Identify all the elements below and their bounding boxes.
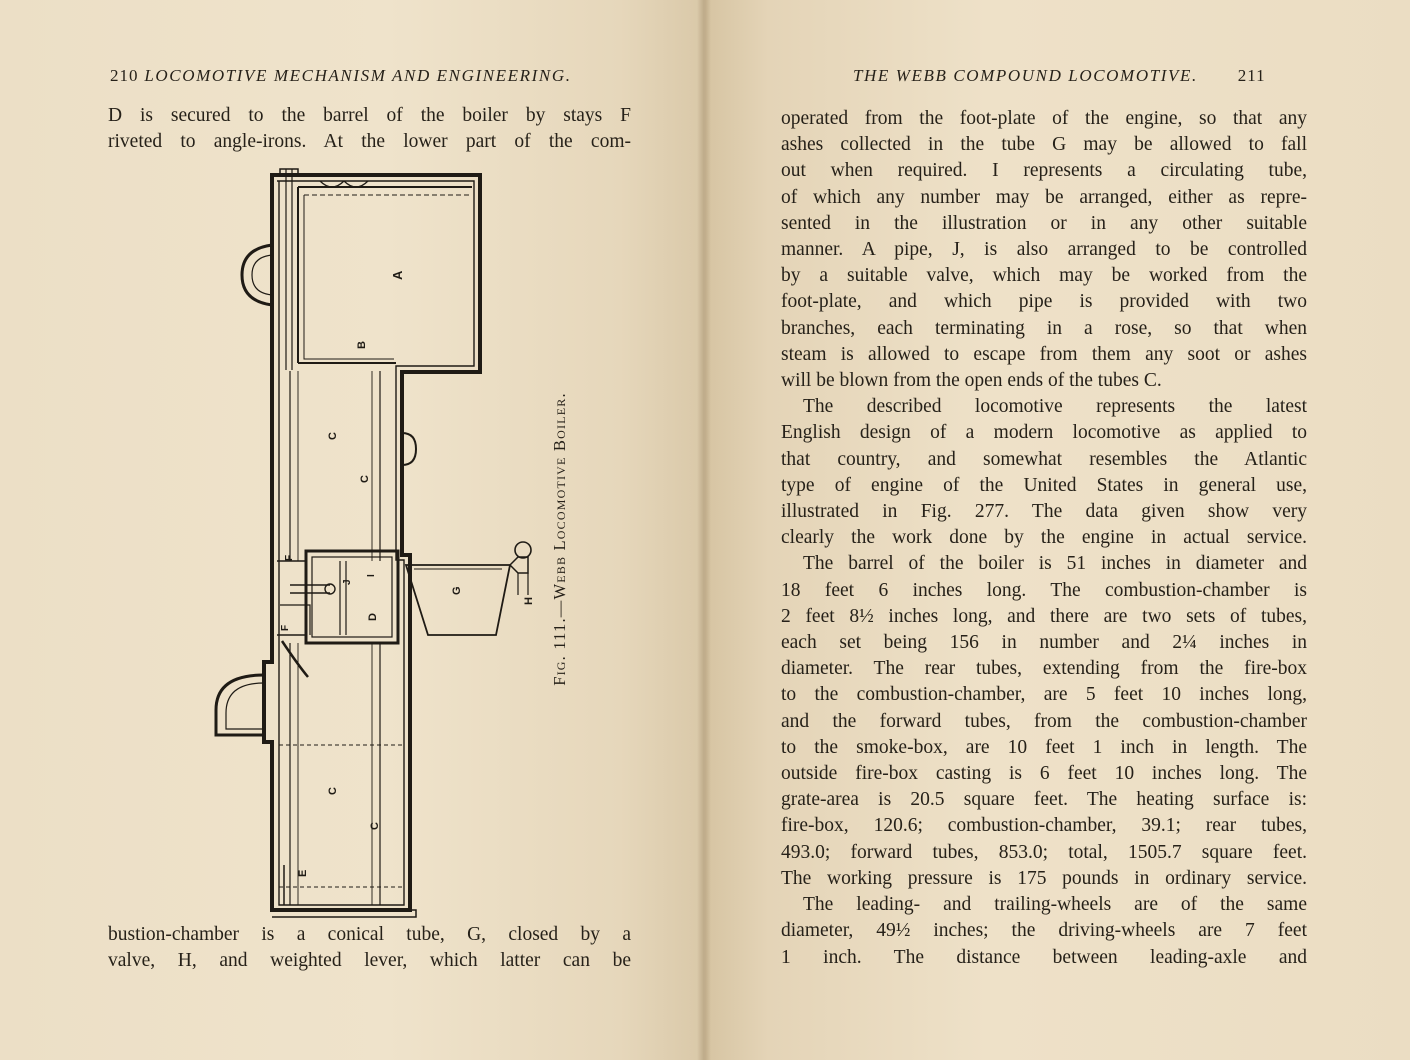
text-line: of which any number may be arranged, eit… <box>781 186 1307 208</box>
text-line: each set being 156 in number and 2¼ inch… <box>781 632 1307 654</box>
left-top-paragraph: D is secured to the barrel of the boiler… <box>108 103 631 155</box>
left-page-number: 210 <box>110 66 139 85</box>
left-bottom-paragraph: bustion-chamber is a conical tube, G, cl… <box>108 922 631 974</box>
figure-caption: Fig. 111.—Webb Locomotive Boiler. <box>548 384 572 694</box>
book-gutter <box>697 0 711 1060</box>
figure-caption-text: Fig. 111.—Webb Locomotive Boiler. <box>550 392 569 686</box>
right-running-title: THE WEBB COMPOUND LOCOMOTIVE. <box>853 66 1198 85</box>
text-line: 2 feet 8½ inches long, and there are two… <box>781 605 1307 627</box>
label-c: C <box>359 475 371 483</box>
text-line: to the combustion-chamber, are 5 feet 10… <box>781 684 1307 706</box>
label-b: B <box>356 341 368 349</box>
left-running-title: LOCOMOTIVE MECHANISM AND ENGINEERING. <box>144 66 572 85</box>
text-line: to the smoke-box, are 10 feet 1 inch in … <box>781 736 1307 758</box>
text-line: by a suitable valve, which may be worked… <box>781 265 1307 287</box>
label-c: C <box>327 432 339 440</box>
right-body-text: operated from the foot-plate of the engi… <box>781 106 1307 971</box>
text-line: that country, and somewhat resembles the… <box>781 448 1307 470</box>
text-line: English design of a modern locomotive as… <box>781 422 1307 444</box>
text-line: valve, H, and weighted lever, which latt… <box>108 950 631 972</box>
label-j: J <box>342 579 353 585</box>
text-line: diameter, 49½ inches; the driving-wheels… <box>781 920 1307 942</box>
text-line: illustrated in Fig. 277. The data given … <box>781 501 1307 523</box>
boiler-drawing: A B C C C C D E F F G H I J <box>214 168 535 918</box>
text-line: ashes collected in the tube G may be all… <box>781 134 1307 156</box>
right-page-number: 211 <box>1237 66 1266 85</box>
right-running-head: THE WEBB COMPOUND LOCOMOTIVE. 211 <box>853 66 1266 86</box>
text-line: foot-plate, and which pipe is provided w… <box>781 291 1307 313</box>
left-running-head: 210 LOCOMOTIVE MECHANISM AND ENGINEERING… <box>110 66 572 86</box>
text-line: operated from the foot-plate of the engi… <box>781 108 1307 129</box>
text-line: will be blown from the open ends of the … <box>781 370 1162 392</box>
text-line: out when required. I represents a circul… <box>781 160 1307 182</box>
boiler-figure: A B C C C C D E F F G H I J <box>180 165 580 920</box>
text-line: sented in the illustration or in any oth… <box>781 212 1307 234</box>
right-page: THE WEBB COMPOUND LOCOMOTIVE. 211 operat… <box>705 0 1410 1060</box>
label-c: C <box>327 787 339 795</box>
left-page: 210 LOCOMOTIVE MECHANISM AND ENGINEERING… <box>0 0 705 1060</box>
text-line: clearly the work done by the engine in a… <box>781 527 1307 549</box>
label-h: H <box>523 597 535 605</box>
text-line: manner. A pipe, J, is also arranged to b… <box>781 239 1307 261</box>
text-line: fire-box, 120.6; combustion-chamber, 39.… <box>781 815 1307 837</box>
text-line: D is secured to the barrel of the boiler… <box>108 105 631 126</box>
text-line: The described locomotive represents the … <box>803 396 1307 418</box>
text-line: branches, each terminating in a rose, so… <box>781 317 1307 339</box>
label-i: I <box>366 574 377 577</box>
label-f: F <box>284 555 295 561</box>
text-line: 18 feet 6 inches long. The combustion-ch… <box>781 579 1307 601</box>
text-line: The barrel of the boiler is 51 inches in… <box>803 553 1307 575</box>
label-f: F <box>280 625 291 631</box>
text-line: 1 inch. The distance between leading-axl… <box>781 946 1307 968</box>
text-line: diameter. The rear tubes, extending from… <box>781 658 1307 680</box>
text-line: and the forward tubes, from the combusti… <box>781 710 1307 732</box>
text-line: The leading- and trailing-wheels are of … <box>803 894 1307 916</box>
text-line: bustion-chamber is a conical tube, G, cl… <box>108 924 631 945</box>
text-line: 493.0; forward tubes, 853.0; total, 1505… <box>781 841 1307 863</box>
text-line: riveted to angle-irons. At the lower par… <box>108 131 631 153</box>
text-line: outside fire-box casting is 6 feet 10 in… <box>781 763 1307 785</box>
text-line: The working pressure is 175 pounds in or… <box>781 867 1307 889</box>
label-a: A <box>390 270 405 280</box>
text-line: type of engine of the United States in g… <box>781 474 1307 496</box>
label-e: E <box>297 870 309 877</box>
label-d: D <box>367 613 379 621</box>
text-line: steam is allowed to escape from them any… <box>781 343 1307 365</box>
label-g: G <box>451 586 463 595</box>
text-line: grate-area is 20.5 square feet. The heat… <box>781 789 1307 811</box>
label-c: C <box>369 822 381 830</box>
